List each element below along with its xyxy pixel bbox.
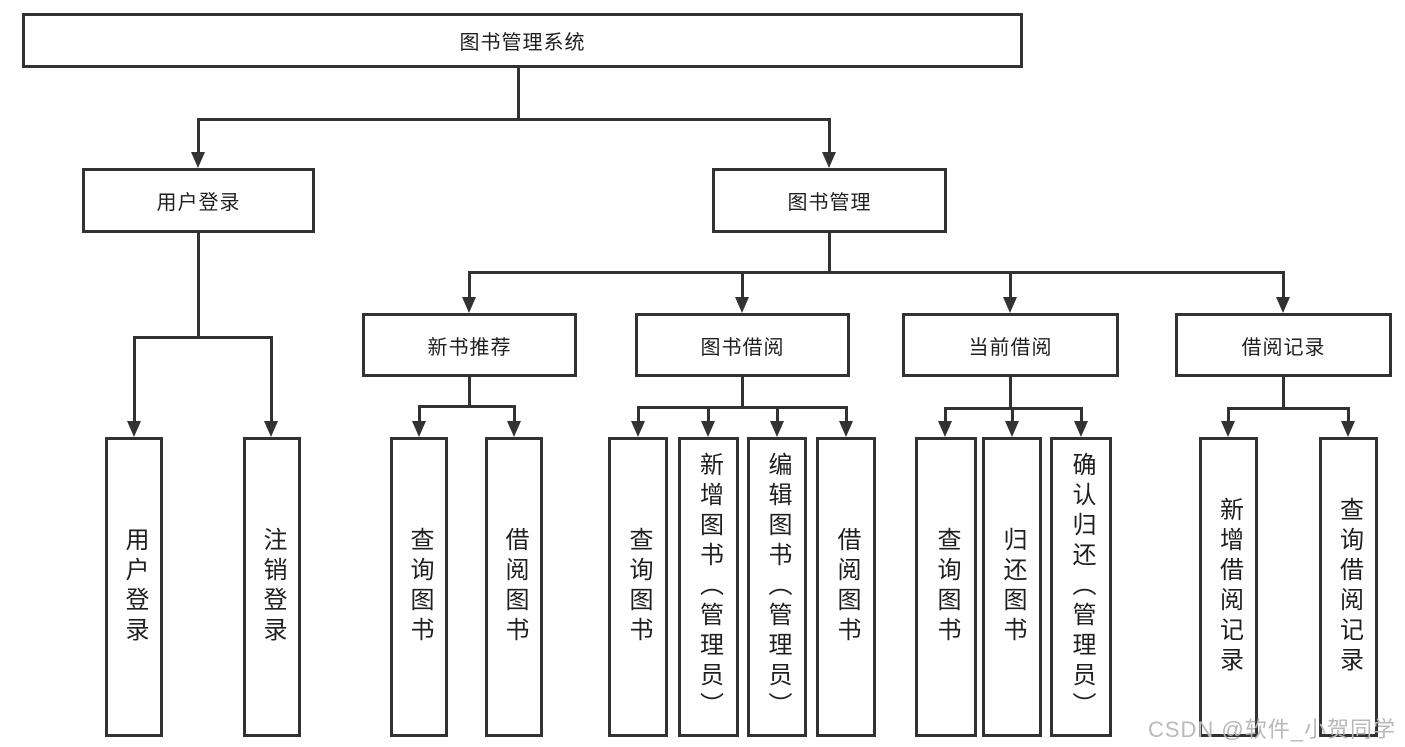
connector-borrowing-stem [741,377,744,409]
connector-leaf-drop [944,407,947,422]
connector-leaf-drop [513,405,516,422]
connector-leaf-drop [1080,407,1083,422]
connector-leaf-drop [418,405,421,422]
leaf-edit-books-admin: 编辑图书（管理员） [747,437,807,737]
connector-records-drop [1282,271,1285,299]
node-book-borrowing: 图书借阅 [635,313,850,377]
leaf-confirm-return-admin: 确认归还（管理员） [1050,437,1112,737]
leaf-borrow-books-1-label: 借阅图书 [501,527,528,647]
connector-current-drop [1009,271,1012,299]
node-library-system: 图书管理系统 [22,13,1023,68]
node-current-borrowing: 当前借阅 [902,313,1119,377]
leaf-user-login-label: 用户登录 [121,527,148,647]
leaf-query-borrow-record: 查询借阅记录 [1319,437,1378,737]
arrowhead-leaf [938,421,952,437]
connector-leaf-drop [707,406,710,422]
arrowhead-book-mgmt [822,152,836,168]
connector-user-login-stem [197,233,200,337]
leaf-return-books: 归还图书 [982,437,1042,737]
arrowhead-leaf [507,421,521,437]
leaf-add-borrow-record-label: 新增借阅记录 [1215,497,1243,677]
connector-leaf-drop [637,406,640,422]
node-user-login-label: 用户登录 [156,192,241,214]
connector-user-login-bar [133,336,272,339]
node-new-book-recommend-label: 新书推荐 [427,336,512,359]
leaf-logout-label: 注销登录 [259,527,286,647]
arrowhead-newbook [462,297,476,313]
arrowhead-user-login [191,152,205,168]
arrowhead-leaf [770,421,784,437]
connector-login-leaf-drop [133,336,136,422]
connector-level1-bar [197,118,831,121]
connector-logout-leaf-drop [270,336,273,422]
csdn-watermark: CSDN @软件_小贺同学 [1147,717,1396,742]
arrowhead-login-leaf [127,421,141,437]
connector-user-login-drop [197,118,200,154]
leaf-user-login: 用户登录 [105,437,163,737]
arrowhead-borrowing [735,297,749,313]
leaf-confirm-return-admin-label: 确认归还（管理员） [1068,452,1095,722]
connector-newbook-stem [468,377,471,408]
connector-book-mgmt-stem [828,233,831,273]
connector-current-stem [1009,377,1012,410]
arrowhead-leaf [1005,421,1019,437]
arrowhead-leaf [1074,421,1088,437]
leaf-query-books-2-label: 查询图书 [625,527,652,647]
leaf-query-books-1-label: 查询图书 [406,527,433,647]
leaf-query-books-2: 查询图书 [608,437,668,737]
node-book-management: 图书管理 [712,168,947,233]
node-borrowing-records-label: 借阅记录 [1241,336,1326,359]
arrowhead-records [1276,297,1290,313]
connector-level3-bar [468,271,1285,274]
arrowhead-logout-leaf [264,421,278,437]
arrowhead-current [1003,297,1017,313]
leaf-add-borrow-record: 新增借阅记录 [1199,437,1258,737]
connector-leaf-drop [1011,407,1014,422]
node-book-borrowing-label: 图书借阅 [700,336,785,359]
leaf-logout: 注销登录 [243,437,301,737]
leaf-edit-books-admin-label: 编辑图书（管理员） [764,452,791,722]
leaf-query-borrow-record-label: 查询借阅记录 [1335,497,1363,677]
arrowhead-leaf [631,421,645,437]
leaf-query-books-1: 查询图书 [390,437,448,737]
node-user-login: 用户登录 [82,168,315,233]
connector-leaf-drop [845,406,848,422]
node-new-book-recommend: 新书推荐 [362,313,577,377]
leaf-add-books-admin: 新增图书（管理员） [678,437,739,737]
leaf-add-books-admin-label: 新增图书（管理员） [695,452,723,722]
connector-newbook-bar [418,405,516,408]
leaf-borrow-books-2: 借阅图书 [816,437,876,737]
connector-book-mgmt-drop [828,118,831,154]
arrowhead-leaf [839,421,853,437]
node-current-borrowing-label: 当前借阅 [968,336,1053,359]
arrowhead-leaf [412,421,426,437]
leaf-return-books-label: 归还图书 [999,527,1026,647]
leaf-query-books-3-label: 查询图书 [933,527,960,647]
node-borrowing-records: 借阅记录 [1175,313,1392,377]
arrowhead-leaf [1221,421,1235,437]
connector-leaf-drop [1227,407,1230,422]
leaf-borrow-books-1: 借阅图书 [485,437,543,737]
leaf-query-books-3: 查询图书 [915,437,977,737]
node-library-system-label: 图书管理系统 [459,32,586,54]
connector-records-bar [1227,407,1350,410]
arrowhead-leaf [1341,421,1355,437]
leaf-borrow-books-2-label: 借阅图书 [833,527,860,647]
connector-root-stem [517,68,520,118]
connector-leaf-drop [1347,407,1350,422]
connector-leaf-drop [776,406,779,422]
connector-newbook-drop [468,271,471,299]
connector-borrowing-bar [637,406,847,409]
arrowhead-leaf [701,421,715,437]
node-book-management-label: 图书管理 [787,192,872,214]
connector-borrowing-drop [741,271,744,299]
connector-records-stem [1282,377,1285,410]
